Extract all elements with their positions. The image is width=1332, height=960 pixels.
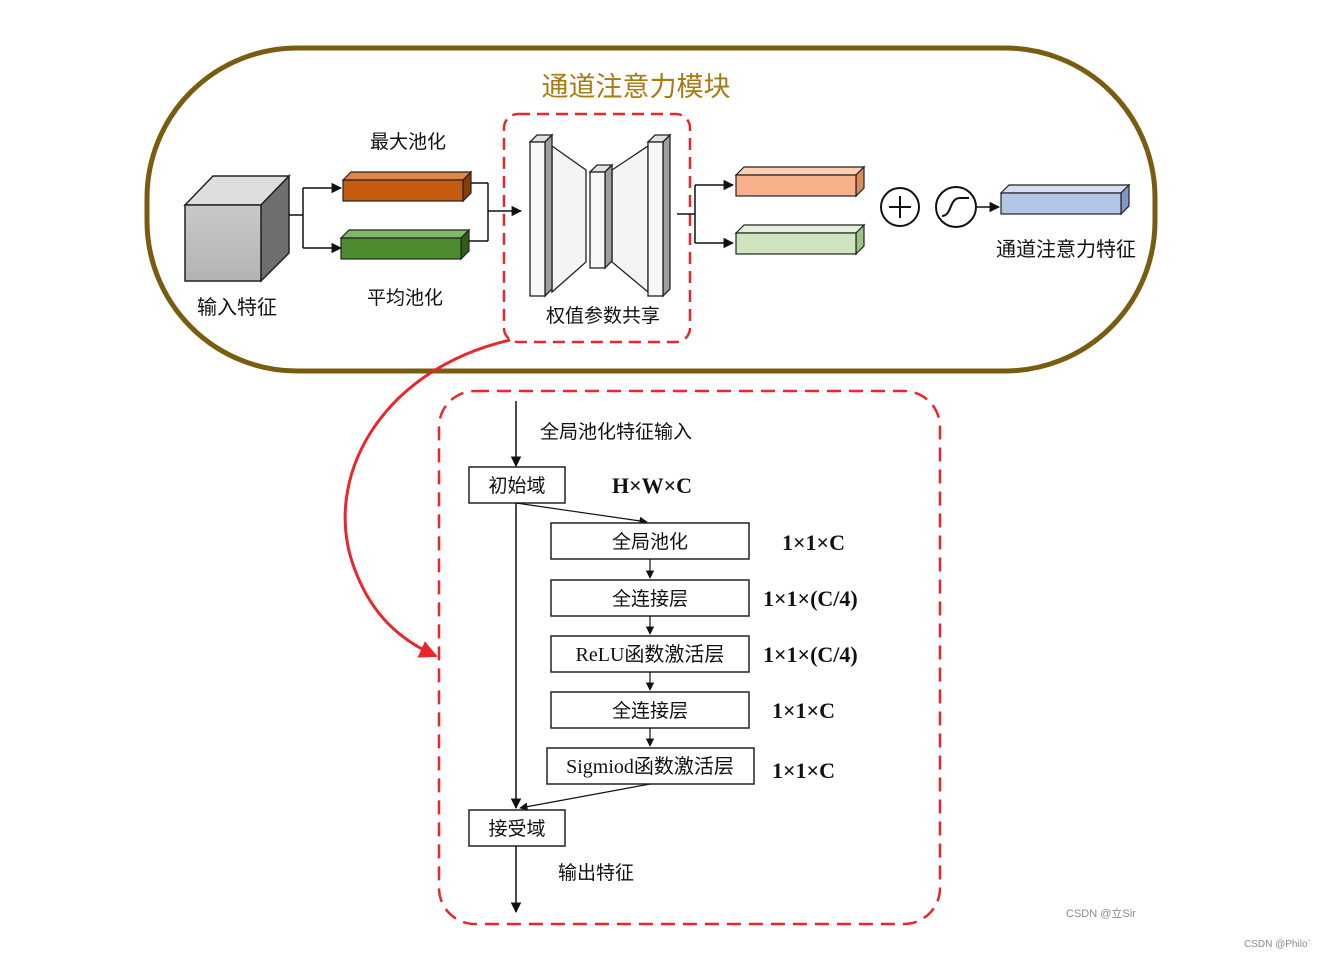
step-dims: 1×1×C — [772, 758, 835, 783]
init-domain-box — [468, 466, 566, 504]
recv-domain-box — [468, 809, 566, 847]
step-label: 全连接层 — [612, 588, 688, 610]
detail-input-label: 全局池化特征输入 — [540, 421, 692, 443]
step-relu: ReLU函数激活层 1×1×(C/4) — [550, 635, 858, 673]
max-pool-label: 最大池化 — [370, 131, 446, 153]
watermark-secondary: CSDN @Philo` — [1244, 939, 1311, 950]
recv-domain-label: 接受域 — [488, 818, 545, 840]
max-pool-output-bar — [734, 165, 866, 198]
step-dims: 1×1×C — [782, 530, 845, 555]
to-recv-domain-arrow — [519, 783, 651, 811]
output-feature-label: 输出特征 — [558, 862, 634, 884]
step-fc-2: 全连接层 1×1×C — [550, 691, 835, 729]
detail-connector-arrow — [343, 338, 511, 658]
mlp-output-arrows — [677, 179, 735, 249]
step-label: Sigmiod函数激活层 — [566, 755, 734, 778]
element-wise-add-icon — [880, 187, 920, 227]
step-label: 全连接层 — [612, 700, 688, 722]
step-sigmoid: Sigmiod函数激活层 1×1×C — [546, 747, 835, 785]
channel-attention-feature-label: 通道注意力特征 — [996, 237, 1136, 261]
step-global-pool: 全局池化 1×1×C — [550, 522, 845, 560]
shared-mlp-icon — [528, 133, 672, 298]
step-dims: 1×1×C — [772, 698, 835, 723]
step-dims: 1×1×(C/4) — [763, 586, 858, 611]
step-label: ReLU函数激活层 — [576, 643, 725, 666]
max-pool-bar — [341, 170, 473, 203]
module-title: 通道注意力模块 — [542, 72, 731, 103]
avg-pool-output-bar — [734, 223, 866, 256]
shared-weights-box — [502, 112, 692, 344]
step-label: 全局池化 — [612, 531, 688, 553]
detail-box — [437, 389, 942, 926]
module-frame — [144, 45, 1158, 374]
input-feature-label: 输入特征 — [197, 295, 277, 319]
channel-attention-feature-bar — [999, 183, 1131, 216]
sigmoid-icon — [935, 186, 977, 228]
shared-weights-label: 权值参数共享 — [546, 305, 660, 327]
init-domain-dims: H×W×C — [612, 473, 692, 498]
watermark-primary: CSDN @立Sir — [1066, 908, 1136, 920]
init-domain-label: 初始域 — [488, 475, 545, 497]
step-dims: 1×1×(C/4) — [763, 642, 858, 667]
merge-arrows — [469, 182, 523, 242]
input-feature-cube — [183, 174, 291, 283]
input-split-arrows — [289, 182, 343, 254]
avg-pool-bar — [339, 228, 471, 261]
avg-pool-label: 平均池化 — [367, 287, 443, 309]
step-fc-1: 全连接层 1×1×(C/4) — [550, 579, 858, 617]
to-global-pool-arrow — [515, 502, 648, 526]
